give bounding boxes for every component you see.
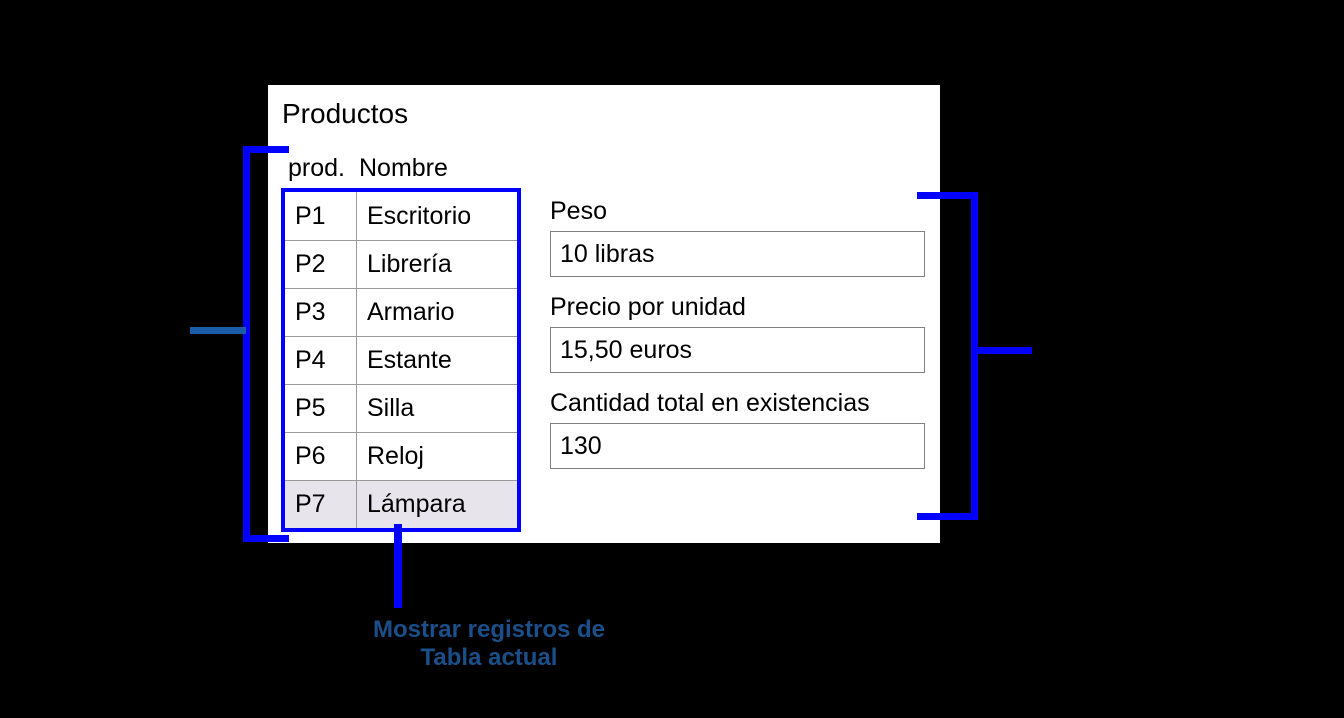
right-leader-line (978, 347, 1032, 354)
column-header-row: prod. Nombre (281, 152, 531, 184)
table-row[interactable]: P3 Armario (285, 288, 517, 336)
cell-prod: P6 (295, 442, 326, 470)
cell-nombre: Silla (356, 385, 517, 432)
caption-block: Mostrar registros de Tabla actual (229, 616, 749, 672)
field-label: Peso (550, 197, 607, 225)
column-header-prod: prod. (288, 154, 345, 182)
cell-prod: P7 (295, 490, 326, 518)
panel-title: Productos (282, 98, 409, 129)
cell-nombre: Escritorio (356, 192, 517, 240)
cell-prod: P3 (295, 298, 326, 326)
left-bracket-bottom-arm (243, 535, 289, 542)
caption-line-2: Tabla actual (420, 644, 558, 671)
field-group: Precio por unidad 15,50 euros (550, 291, 925, 373)
table-row[interactable]: P2 Librería (285, 240, 517, 288)
right-bracket-top-arm (917, 192, 978, 199)
table-row[interactable]: P5 Silla (285, 384, 517, 432)
field-value: 15,50 euros (560, 335, 693, 364)
table-row[interactable]: P4 Estante (285, 336, 517, 384)
cell-nombre: Estante (356, 337, 517, 384)
cell-nombre: Armario (356, 289, 517, 336)
column-header-nombre: Nombre (359, 154, 448, 182)
cell-prod: P1 (295, 201, 326, 230)
field-input[interactable]: 130 (550, 423, 925, 469)
cell-nombre: Reloj (356, 433, 517, 480)
cell-nombre: Librería (356, 241, 517, 288)
field-value: 10 libras (560, 239, 655, 268)
field-input[interactable]: 15,50 euros (550, 327, 925, 373)
cell-nombre: Lámpara (356, 481, 517, 528)
right-bracket-spine (971, 192, 978, 520)
cell-prod: P2 (295, 250, 326, 278)
table-row[interactable]: P6 Reloj (285, 432, 517, 480)
field-label: Cantidad total en existencias (550, 389, 870, 417)
caption-stem-line (394, 524, 402, 608)
caption-line-1: Mostrar registros de (372, 616, 606, 643)
left-bracket-top-arm (243, 146, 289, 153)
field-label: Precio por unidad (550, 293, 746, 321)
cell-prod: P4 (295, 346, 326, 374)
table-row[interactable]: P7 Lámpara (285, 480, 517, 528)
field-group: Peso 10 libras (550, 195, 925, 277)
field-value: 130 (560, 431, 602, 460)
left-bracket-spine (243, 146, 250, 542)
field-input[interactable]: 10 libras (550, 231, 925, 277)
field-group: Cantidad total en existencias 130 (550, 387, 925, 469)
right-bracket-bottom-arm (917, 513, 978, 520)
left-leader-line (190, 327, 246, 334)
table-row[interactable]: P1 Escritorio (285, 192, 517, 240)
cell-prod: P5 (295, 394, 326, 422)
